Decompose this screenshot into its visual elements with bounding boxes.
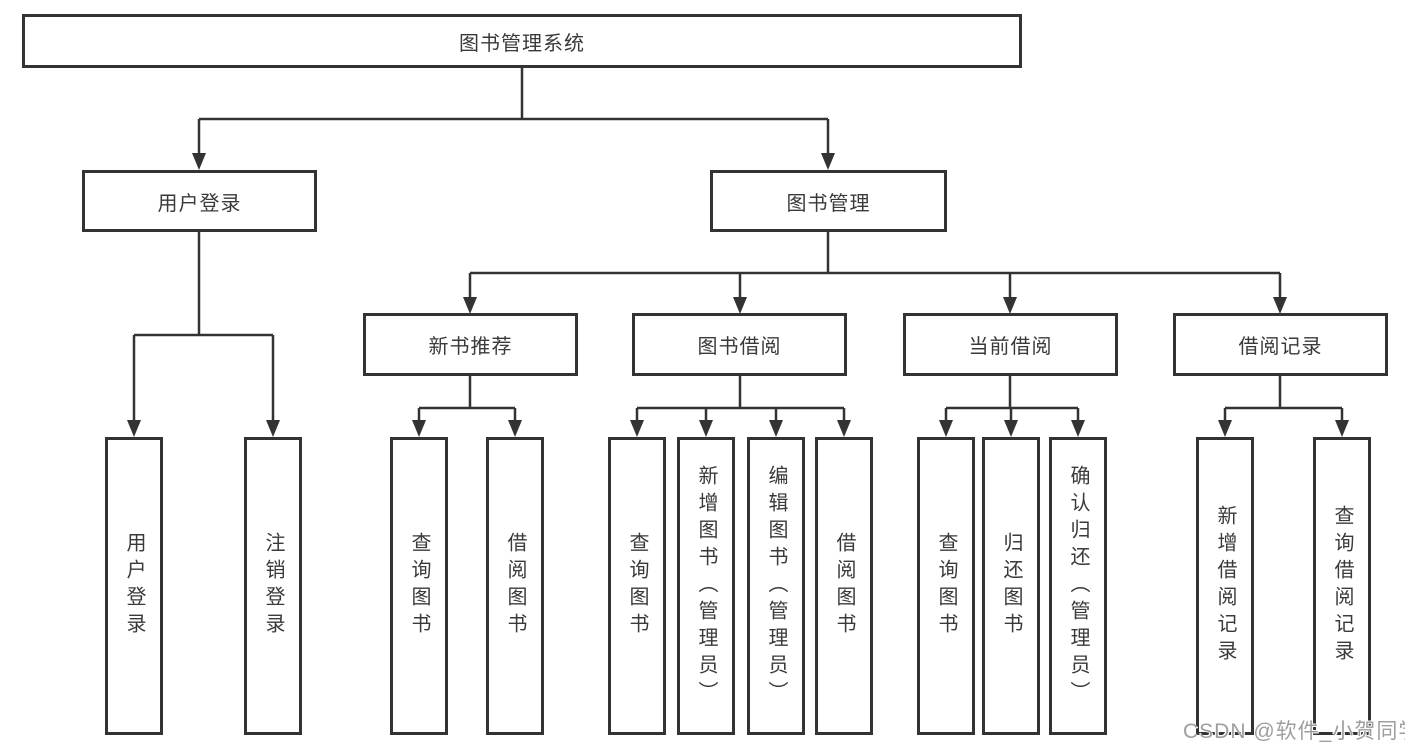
node-label: 查询借阅记录 [1331, 505, 1353, 667]
node-label: 查询图书 [408, 532, 430, 640]
node-label: 新增图书（管理员） [695, 464, 717, 708]
csdn-watermark: CSDN @软件_小贺同学 [1183, 720, 1405, 743]
node-new-book-recommendation: 新书推荐 [363, 313, 578, 376]
node-book-management: 图书管理 [710, 170, 947, 232]
leaf-current-query-books: 查询图书 [917, 437, 975, 735]
leaf-borrow-edit-books-admin: 编辑图书（管理员） [747, 437, 805, 735]
node-book-borrowing: 图书借阅 [632, 313, 847, 376]
node-label: 用户登录 [157, 192, 242, 215]
node-label: 确认归还（管理员） [1067, 464, 1089, 708]
leaf-recommend-query-books: 查询图书 [390, 437, 448, 735]
node-borrowing-records: 借阅记录 [1173, 313, 1388, 376]
node-label: 图书管理系统 [459, 32, 585, 55]
leaf-borrow-query-books: 查询图书 [608, 437, 666, 735]
node-label: 归还图书 [1000, 532, 1022, 640]
node-library-system: 图书管理系统 [22, 14, 1022, 68]
node-label: 新书推荐 [428, 336, 513, 358]
leaf-borrow-add-books-admin: 新增图书（管理员） [677, 437, 735, 735]
leaf-current-return-books: 归还图书 [982, 437, 1040, 735]
leaf-user-login: 用户登录 [105, 437, 163, 735]
node-label: 借阅图书 [833, 532, 855, 640]
leaf-records-add-record: 新增借阅记录 [1196, 437, 1254, 735]
node-label: 新增借阅记录 [1214, 505, 1236, 667]
node-label: 查询图书 [935, 532, 957, 640]
node-label: 图书管理 [786, 192, 871, 215]
leaf-records-query-record: 查询借阅记录 [1313, 437, 1371, 735]
node-label: 当前借阅 [968, 336, 1053, 358]
leaf-logout: 注销登录 [244, 437, 302, 735]
node-label: 用户登录 [123, 532, 145, 640]
node-label: 图书借阅 [697, 336, 782, 358]
node-user-login-branch: 用户登录 [82, 170, 317, 232]
leaf-current-confirm-return-admin: 确认归还（管理员） [1049, 437, 1107, 735]
node-current-borrowing: 当前借阅 [903, 313, 1118, 376]
node-label: 编辑图书（管理员） [765, 464, 787, 708]
leaf-borrow-borrow-books: 借阅图书 [815, 437, 873, 735]
node-label: 借阅图书 [504, 532, 526, 640]
node-label: 查询图书 [626, 532, 648, 640]
leaf-recommend-borrow-books: 借阅图书 [486, 437, 544, 735]
node-label: 借阅记录 [1238, 336, 1323, 358]
node-label: 注销登录 [262, 532, 284, 640]
